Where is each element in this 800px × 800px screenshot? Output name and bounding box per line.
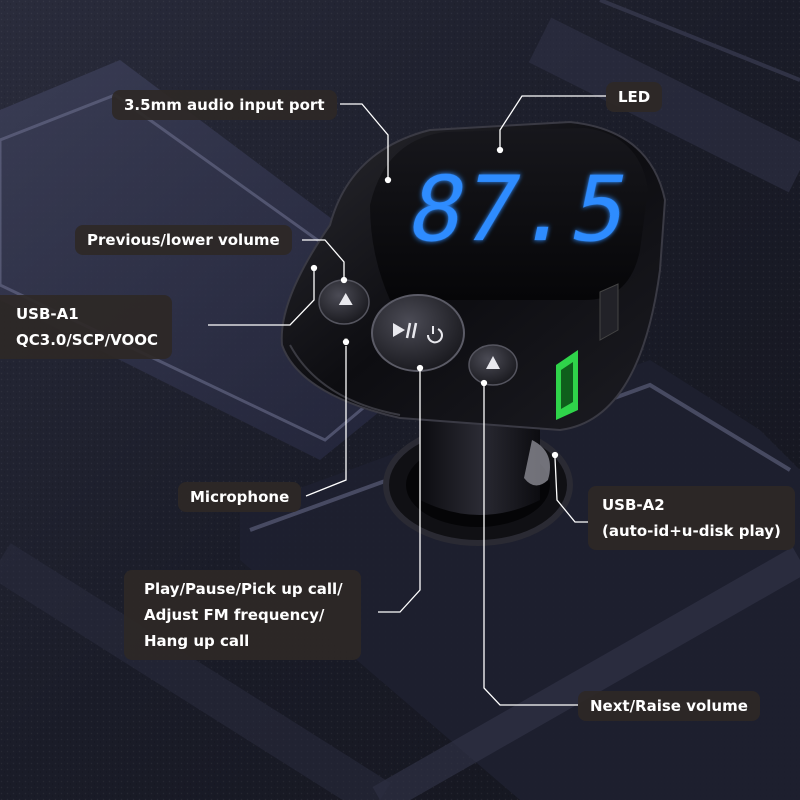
label-next-volume: Next/Raise volume — [578, 691, 760, 721]
triangle-left-icon — [338, 292, 353, 306]
label-usb-a1: USB-A1 QC3.0/SCP/VOOC — [0, 295, 172, 359]
play-pause-button[interactable] — [371, 294, 465, 372]
label-play-pause-line2: Adjust FM frequency/ — [144, 606, 325, 624]
leader-lines — [208, 95, 606, 706]
led-screen — [370, 128, 648, 300]
label-previous-volume: Previous/lower volume — [75, 225, 292, 255]
label-play-pause-line1: Play/Pause/Pick up call/ — [144, 580, 343, 598]
usb-a2-port — [599, 283, 619, 341]
label-play-pause: Play/Pause/Pick up call/ Adjust FM frequ… — [124, 570, 361, 660]
label-usb-a2-line1: USB-A2 — [602, 496, 665, 514]
label-usb-a2: USB-A2 (auto-id+u-disk play) — [588, 486, 795, 550]
trim-panel — [240, 360, 800, 800]
led-display: 87.5 — [400, 158, 639, 262]
label-usb-a1-line2: QC3.0/SCP/VOOC — [16, 331, 158, 349]
plug-neck — [420, 410, 540, 515]
label-led: LED — [606, 82, 663, 112]
play-pause-power-icon — [393, 323, 405, 337]
next-button[interactable] — [468, 344, 518, 386]
label-microphone: Microphone — [178, 482, 302, 512]
label-usb-a2-line2: (auto-id+u-disk play) — [602, 522, 781, 540]
label-usb-a1-line1: USB-A1 — [16, 305, 79, 323]
label-audio-port: 3.5mm audio input port — [112, 90, 337, 120]
label-play-pause-line3: Hang up call — [144, 632, 250, 650]
triangle-up-icon — [486, 356, 500, 369]
previous-button[interactable] — [318, 279, 370, 325]
